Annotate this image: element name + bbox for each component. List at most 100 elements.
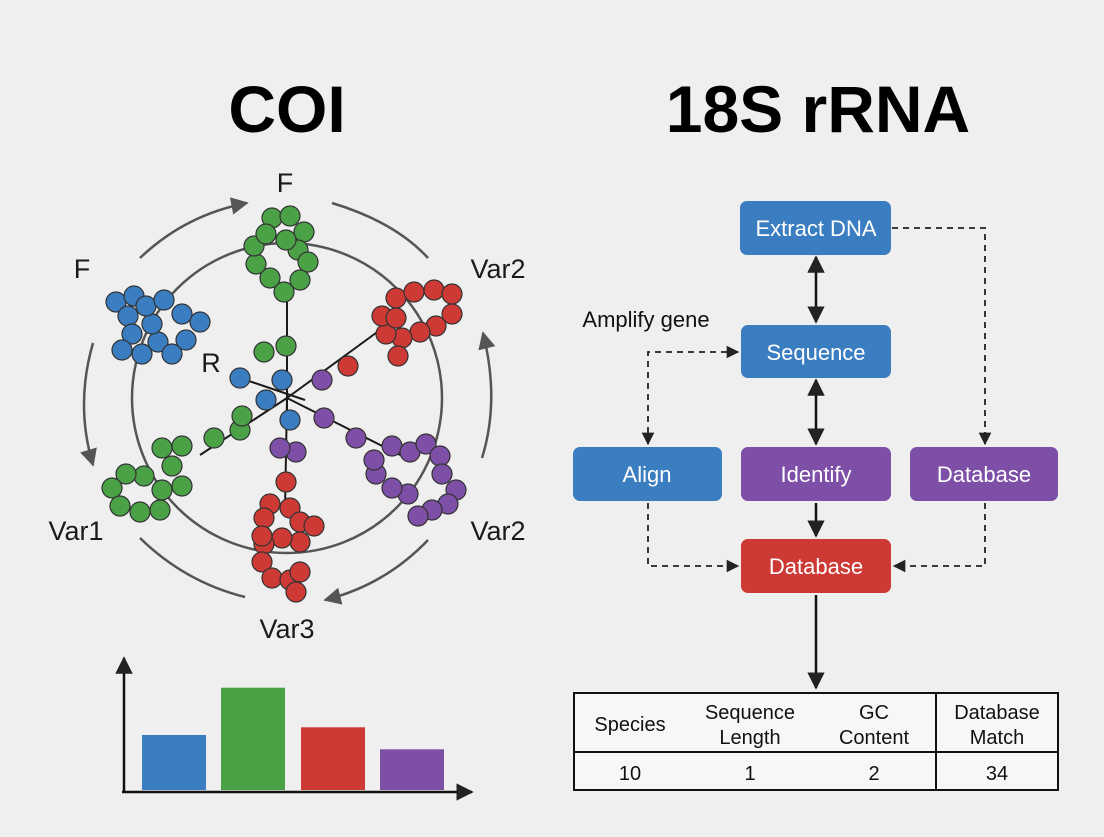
bar-blue [142,735,206,790]
blue-left-bead [121,323,143,345]
purple-right-bead [431,463,453,485]
red-bottom-bead [275,471,297,493]
mini-bar-chart [115,656,474,801]
green-top-bead [275,335,297,357]
box-extract-dna[interactable]: Extract DNA [740,201,891,255]
bar-red [301,727,365,790]
rrna-title: 18S rRNA [666,72,970,146]
purple-right-bead [415,433,437,455]
green-left-bead [171,475,193,497]
green-left-bead [203,427,225,449]
blue-left-bead [135,295,157,317]
table-header-database: Database [954,702,1040,724]
purple-right-bead [381,477,403,499]
red-topright-bead [423,279,445,301]
box-database-right[interactable]: Database [910,447,1058,501]
box-sequence[interactable]: Sequence [741,325,891,378]
table-header-length: Length [719,727,780,749]
green-top-bead [273,281,295,303]
green-left-bead [231,405,253,427]
coi-beads [101,205,467,603]
arc-bottom-left [139,537,246,599]
box-align-label: Align [623,462,672,487]
box-database-right-label: Database [937,462,1031,487]
red-topright-bead [385,287,407,309]
coi-diagram: F F Var2 Var1 Var2 Var3 R [48,168,525,644]
blue-left-bead [161,343,183,365]
red-topright-bead [387,345,409,367]
green-top-bead [275,229,297,251]
green-top-bead [259,267,281,289]
arrow-left-icon [80,342,97,467]
table-header-content: Content [839,727,909,749]
table-frame [573,692,1059,791]
label-f-left: F [74,254,91,284]
purple-right-bead [311,369,333,391]
purple-right-bead [381,435,403,457]
arrow-right-icon [478,331,496,459]
label-r: R [201,348,221,378]
red-bottom-bead [289,561,311,583]
red-topright-bead [409,321,431,343]
green-top-bead [245,253,267,275]
label-var1: Var1 [48,516,103,546]
green-left-bead [151,479,173,501]
red-bottom-bead [253,507,275,529]
results-table: Species Sequence Length GC Content Datab… [573,692,1059,791]
label-f-top: F [277,168,294,198]
green-top-bead [297,251,319,273]
purple-right-bead [429,445,451,467]
label-amplify-gene: Amplify gene [582,307,709,332]
blue-left-bead [117,305,139,327]
dash-align-database [647,503,740,573]
red-bottom-bead [289,531,311,553]
dash-align-sequence [641,345,740,446]
red-topright-bead [337,355,359,377]
table-cell-species: 10 [619,763,641,785]
green-left-bead [109,495,131,517]
blue-left-bead [153,289,175,311]
box-database-main[interactable]: Database [741,539,891,593]
box-align[interactable]: Align [573,447,722,501]
green-left-bead [129,501,151,523]
green-left-bead [115,463,137,485]
box-identify-label: Identify [781,462,852,487]
red-bottom-bead [261,567,283,589]
blue-left-bead [229,367,251,389]
red-bottom-bead [303,515,325,537]
label-var2-bottom: Var2 [470,516,525,546]
red-topright-bead [441,303,463,325]
green-left-bead [101,477,123,499]
coi-title: COI [228,72,345,146]
purple-right-bead [313,407,335,429]
box-sequence-label: Sequence [766,340,865,365]
table-header-sequence: Sequence [705,702,795,724]
red-bottom-bead [251,525,273,547]
arc-top-right [331,201,429,259]
arrow-top-left-icon [139,197,249,259]
red-bottom-bead [285,581,307,603]
red-topright-bead [403,281,425,303]
table-cell-length: 1 [744,763,755,785]
dash-extract-database [892,227,992,446]
blue-left-bead [141,313,163,335]
green-left-bead [161,455,183,477]
bar-green [221,687,285,790]
red-topright-bead [385,307,407,329]
green-top-bead [255,223,277,245]
green-left-bead [171,435,193,457]
box-identify[interactable]: Identify [741,447,891,501]
blue-center-bead [279,409,301,431]
green-top-bead [253,341,275,363]
table-cell-gc: 2 [868,763,879,785]
blue-left-bead [175,329,197,351]
table-header-gc: GC [859,702,889,724]
bar-purple [380,749,444,790]
blue-left-bead [255,389,277,411]
green-top-bead [279,205,301,227]
purple-right-bead [407,505,429,527]
box-extract-dna-label: Extract DNA [755,216,876,241]
purple-right-bead [269,437,291,459]
